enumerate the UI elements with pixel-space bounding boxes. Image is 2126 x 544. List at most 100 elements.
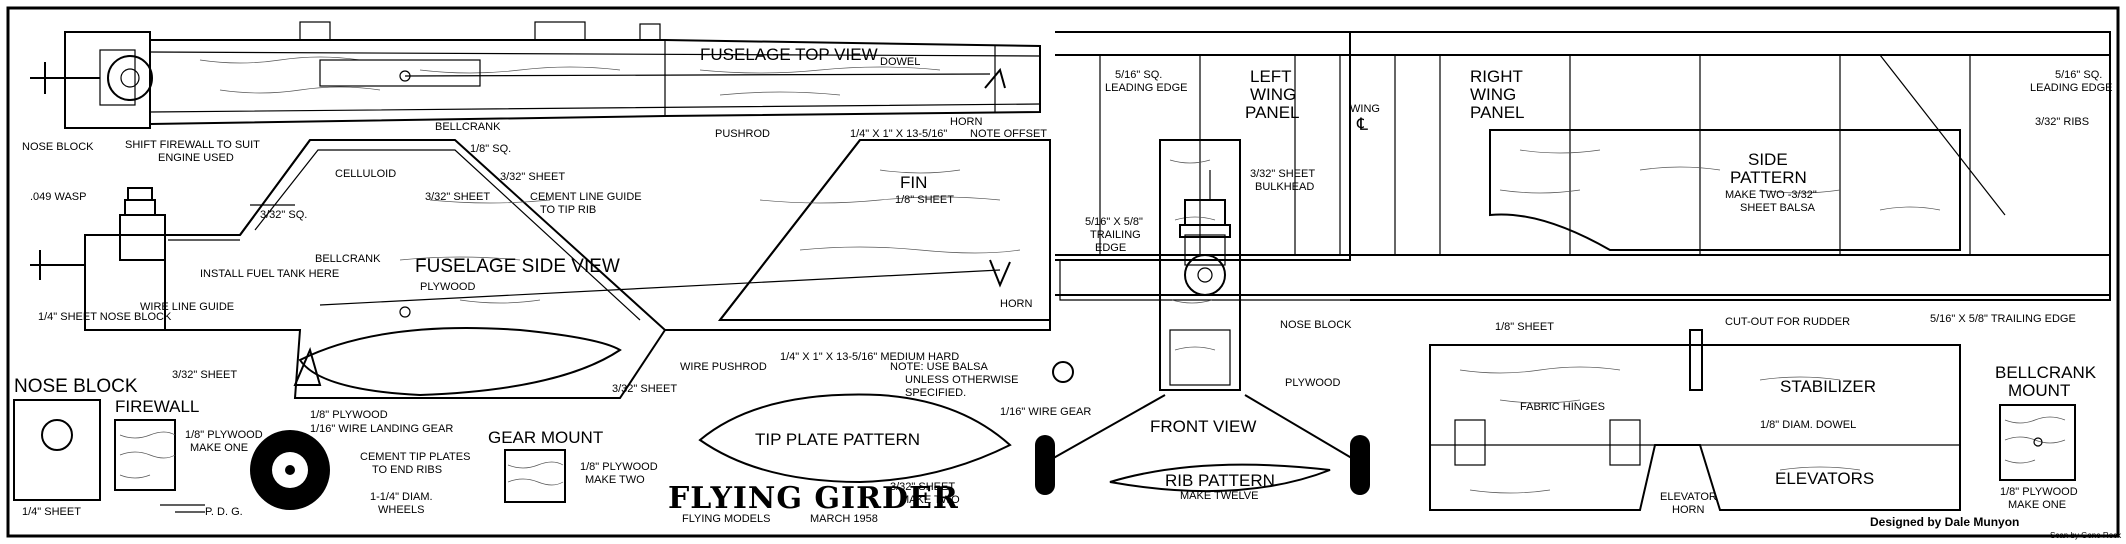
flying-models-label: FLYING MODELS (682, 513, 770, 525)
tip-plate-pattern (698, 393, 1012, 484)
firewall-ply-1: 1/8" PLYWOOD (185, 429, 263, 441)
bulkhead-2: BULKHEAD (1255, 181, 1314, 193)
horn-top-label: HORN (950, 116, 982, 128)
cement-line-label-1: CEMENT LINE GUIDE (530, 191, 642, 203)
gear-mount-title: GEAR MOUNT (488, 428, 603, 447)
note-balsa-2: UNLESS OTHERWISE (905, 374, 1019, 386)
wing-center-label: WING (1350, 103, 1380, 115)
bellcrank-top-label: BELLCRANK (435, 121, 501, 133)
gear-ply-2: MAKE TWO (585, 474, 645, 486)
elevator-horn-2: HORN (1672, 504, 1704, 516)
front-view-title: FRONT VIEW (1150, 417, 1256, 436)
note-balsa-3: SPECIFIED. (905, 387, 966, 399)
right-wing-1: RIGHT (1470, 67, 1523, 86)
cut-out-rudder-label: CUT-OUT FOR RUDDER (1725, 316, 1850, 328)
trailing-edge-left-3: EDGE (1095, 242, 1126, 254)
flying-girder-title: FLYING GIRDER (668, 481, 959, 516)
leading-edge-right-1: 5/16" SQ. (2055, 69, 2102, 81)
firewall-title: FIREWALL (115, 397, 199, 416)
sheet-3-32-c-label: 3/32" SHEET (172, 369, 237, 381)
bellcrank-side-label: BELLCRANK (315, 253, 381, 265)
celluloid-label: CELLULOID (335, 168, 396, 180)
fin-title: FIN (900, 173, 927, 192)
eighth-sq-label: 1/8" SQ. (470, 143, 511, 155)
quarter-sheet-nose-label: 1/4" SHEET NOSE BLOCK (38, 311, 172, 323)
wing-plan (1055, 31, 2111, 301)
left-wing-1: LEFT (1250, 67, 1292, 86)
tip-plate-pattern-title: TIP PLATE PATTERN (755, 430, 920, 449)
engine-used-label: ENGINE USED (158, 152, 234, 164)
leading-edge-left-1: 5/16" SQ. (1115, 69, 1162, 81)
trailing-edge-right-label: 5/16" X 5/8" TRAILING EDGE (1930, 313, 2076, 325)
rib-pattern-title: RIB PATTERN (1165, 471, 1275, 490)
trailing-edge-left-1: 5/16" X 5/8" (1085, 216, 1143, 228)
stabilizer-plan (1429, 329, 1961, 511)
diam-dowel-label: 1/8" DIAM. DOWEL (1760, 419, 1856, 431)
labels: FUSELAGE TOP VIEW DOWEL NOSE BLOCK SHIFT… (14, 45, 2122, 540)
wing-center-symbol: ℄ (1356, 115, 1368, 134)
bellcrank-mount-2: MOUNT (2008, 381, 2070, 400)
leading-edge-left-2: LEADING EDGE (1105, 82, 1188, 94)
ply-1-8-label: 1/8" PLYWOOD (310, 409, 388, 421)
pdg-label: P. D. G. (205, 506, 243, 518)
install-fuel-tank-label: INSTALL FUEL TANK HERE (200, 268, 339, 280)
wasp-label: .049 WASP (30, 191, 86, 203)
trailing-edge-left-2: TRAILING (1090, 229, 1141, 241)
fuselage-side-view-title: FUSELAGE SIDE VIEW (415, 256, 620, 277)
elevators-title: ELEVATORS (1775, 469, 1874, 488)
wire-gear-front-label: 1/16" WIRE GEAR (1000, 406, 1091, 418)
note-balsa-1: NOTE: USE BALSA (890, 361, 988, 373)
sheet-3-32-b-label: 3/32" SHEET (425, 191, 490, 203)
nose-block-title: NOSE BLOCK (14, 376, 138, 397)
stab-sheet-label: 1/8" SHEET (1495, 321, 1554, 333)
ribs-label: 3/32" RIBS (2035, 116, 2089, 128)
left-wing-2: WING (1250, 85, 1296, 104)
pushrod-dim-top-label: 1/4" X 1" X 13-5/16" (850, 128, 947, 140)
medium-hard-label: 1/4" X 1" X 13-5/16" MEDIUM HARD (780, 351, 959, 363)
sheet-border (6, 6, 2120, 538)
firewall-ply-2: MAKE ONE (190, 442, 248, 454)
elevator-horn-1: ELEVATOR (1660, 491, 1717, 503)
stabilizer-title: STABILIZER (1780, 377, 1876, 396)
wheels-label-1: 1-1/4" DIAM. (370, 491, 433, 503)
sq-3-32-label: 3/32" SQ. (260, 209, 307, 221)
designed-by-label: Designed by Dale Munyon (1870, 515, 2019, 529)
plywood-front-label: PLYWOOD (1285, 377, 1340, 389)
gear-ply-1: 1/8" PLYWOOD (580, 461, 658, 473)
bc-ply-2: MAKE ONE (2008, 499, 2066, 511)
side-pattern-2: PATTERN (1730, 168, 1807, 187)
fuselage-side-view (30, 139, 1074, 399)
front-view (1035, 139, 1370, 495)
make-twelve-label: MAKE TWELVE (1180, 490, 1258, 502)
horn-side-label: HORN (1000, 298, 1032, 310)
side-pattern-1: SIDE (1748, 150, 1788, 169)
sheet-3-32-a-label: 3/32" SHEET (500, 171, 565, 183)
wire-line-guide-label: WIRE LINE GUIDE (140, 301, 234, 313)
quarter-sheet-label: 1/4" SHEET (22, 506, 81, 518)
cement-line-label-2: TO TIP RIB (540, 204, 596, 216)
side-pattern-4: SHEET BALSA (1740, 202, 1816, 214)
fuselage-top-view-title: FUSELAGE TOP VIEW (700, 45, 878, 64)
march-1958-label: MARCH 1958 (810, 513, 878, 525)
nose-block-label: NOSE BLOCK (22, 141, 94, 153)
wire-landing-gear-label: 1/16" WIRE LANDING GEAR (310, 423, 453, 435)
bc-ply-1: 1/8" PLYWOOD (2000, 486, 2078, 498)
plywood-side-label: PLYWOOD (420, 281, 475, 293)
leading-edge-right-2: LEADING EDGE (2030, 82, 2113, 94)
sheet-3-32-d-label: 3/32" SHEET (612, 383, 677, 395)
tip-sheet-2: MAKE TWO (900, 494, 960, 506)
nose-block-front-label: NOSE BLOCK (1280, 319, 1352, 331)
fuselage-top-view (30, 21, 1041, 129)
pushrod-label: PUSHROD (715, 128, 770, 140)
cement-tip-1: CEMENT TIP PLATES (360, 451, 470, 463)
shift-firewall-label: SHIFT FIREWALL TO SUIT (125, 139, 260, 151)
cement-tip-2: TO END RIBS (372, 464, 442, 476)
bulkhead-1: 3/32" SHEET (1250, 168, 1315, 180)
fin-sheet-label: 1/8" SHEET (895, 194, 954, 206)
part-patterns (13, 399, 2076, 513)
left-wing-3: PANEL (1245, 103, 1300, 122)
note-offset-label: NOTE OFFSET (970, 128, 1047, 140)
fabric-hinges-label: FABRIC HINGES (1520, 401, 1605, 413)
wheels-label-2: WHEELS (378, 504, 424, 516)
